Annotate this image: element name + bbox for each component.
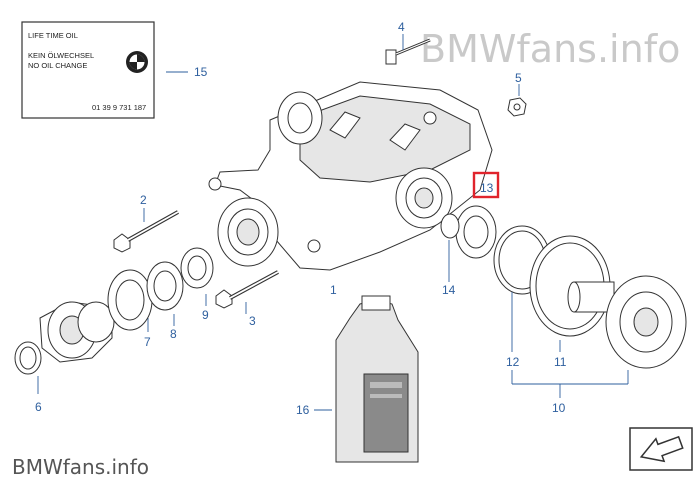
seal-ring-8[interactable] (107, 269, 153, 331)
bolt-4[interactable] (385, 38, 431, 65)
callout-15[interactable]: 15 (194, 65, 208, 79)
callout-4[interactable]: 4 (398, 20, 405, 34)
oil-label-line3: NO OIL CHANGE (28, 61, 87, 70)
callout-3[interactable]: 3 (249, 314, 256, 328)
bolt-2[interactable] (113, 210, 179, 253)
callout-16[interactable]: 16 (296, 403, 310, 417)
callout-5[interactable]: 5 (515, 71, 522, 85)
next-page-arrow-icon[interactable] (629, 427, 693, 471)
seal-ring-9[interactable] (146, 261, 184, 311)
bmw-logo-icon (126, 51, 148, 73)
callout-10[interactable]: 10 (552, 401, 566, 415)
callout-12[interactable]: 12 (506, 355, 520, 369)
bolt-3[interactable] (215, 270, 279, 309)
input-flange-7[interactable] (39, 301, 115, 363)
callout-1[interactable]: 1 (330, 283, 337, 297)
callout-11[interactable]: 11 (554, 355, 567, 369)
shaft-seal-13[interactable] (455, 205, 497, 259)
o-ring-14[interactable] (440, 213, 460, 239)
output-flange-10[interactable] (567, 275, 687, 369)
highlight-box-13 (472, 171, 500, 199)
oil-label-partno: 01 39 9 731 187 (92, 103, 146, 112)
callout-13[interactable]: 13 (480, 181, 494, 195)
seal-ring-6[interactable] (14, 341, 42, 375)
callout-2[interactable]: 2 (140, 193, 147, 207)
differential-housing[interactable] (208, 81, 493, 271)
callout-8[interactable]: 8 (170, 327, 177, 341)
oil-bottle-16[interactable] (335, 295, 419, 463)
nut-5[interactable] (507, 97, 527, 117)
watermark-bottom: BMWfans.info (12, 455, 149, 479)
oil-label-line2: KEIN ÖLWECHSEL (28, 51, 94, 60)
callout-6[interactable]: 6 (35, 400, 42, 414)
oil-label-sticker[interactable]: LIFE TIME OIL KEIN ÖLWECHSEL NO OIL CHAN… (21, 21, 155, 119)
oil-label-line1: LIFE TIME OIL (28, 31, 78, 40)
callout-9[interactable]: 9 (202, 308, 209, 322)
callout-14[interactable]: 14 (442, 283, 456, 297)
seal-ring-9b[interactable] (180, 247, 214, 289)
watermark-top: BMWfans.info (420, 27, 680, 71)
callout-7[interactable]: 7 (144, 335, 151, 349)
